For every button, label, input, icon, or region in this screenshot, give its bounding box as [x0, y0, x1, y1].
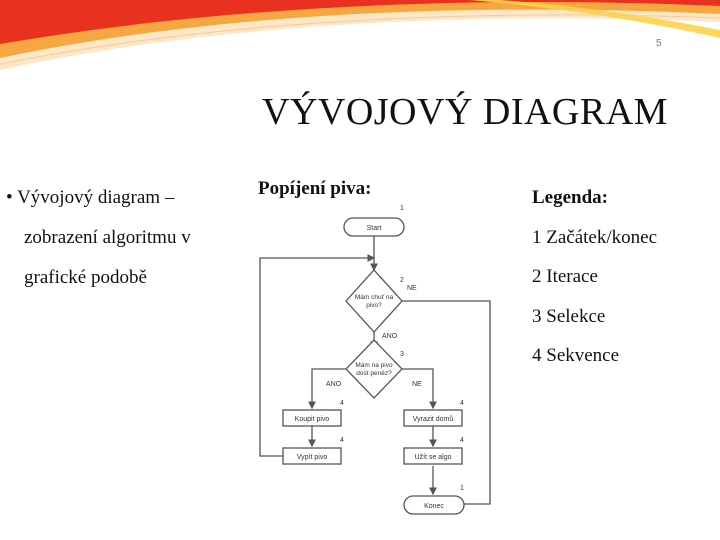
legend-item-2: 2 Iterace	[532, 257, 657, 297]
process-go-home: Vyrazit domů	[404, 410, 462, 426]
decision2-line1: Mám na pivo	[355, 362, 393, 369]
buy-label: Koupit pivo	[295, 416, 330, 423]
num-drink: 4	[340, 437, 344, 444]
start-label: Start	[367, 225, 382, 232]
bullet-text: • Vývojový diagram – zobrazení algoritmu…	[6, 178, 246, 298]
go-home-label: Vyrazit domů	[413, 415, 454, 423]
label-yes-2: ANO	[326, 381, 342, 388]
bullet-line-1: • Vývojový diagram –	[6, 178, 246, 218]
bullet-line-3: grafické podobě	[6, 258, 246, 298]
decision1-line1: Mám chuť na	[355, 294, 394, 301]
num-end: 1	[460, 485, 464, 492]
decision-node-2: Mám na pivo dost peněz?	[346, 340, 402, 398]
label-no-1: NE	[407, 285, 417, 292]
bullet-line-1-text: Vývojový diagram –	[17, 187, 174, 208]
num-decision2: 3	[400, 351, 404, 358]
start-node: Start	[344, 218, 404, 236]
legend-item-1: 1 Začátek/konec	[532, 218, 657, 258]
process-drink: Vypít pivo	[283, 448, 341, 464]
label-no-2: NE	[412, 381, 422, 388]
num-start: 1	[400, 205, 404, 212]
num-decision1: 2	[400, 277, 404, 284]
decision1-line2: pivo?	[366, 302, 382, 309]
end-label: Konec	[424, 503, 444, 510]
legend: Legenda: 1 Začátek/konec 2 Iterace 3 Sel…	[532, 178, 657, 376]
decision2-line2: dost peněz?	[356, 370, 392, 377]
num-eat: 4	[460, 437, 464, 444]
page-number: 5	[656, 38, 662, 49]
bullet-glyph: •	[6, 187, 13, 208]
slide-title: VÝVOJOVÝ DIAGRAM	[262, 90, 668, 134]
drink-label: Vypít pivo	[297, 454, 328, 461]
num-go-home: 4	[460, 400, 464, 407]
legend-item-4: 4 Sekvence	[532, 336, 657, 376]
process-buy: Koupit pivo	[283, 410, 341, 426]
decorative-swoosh	[0, 0, 720, 80]
process-eat: Užít se algo	[404, 448, 462, 464]
eat-label: Užít se algo	[415, 454, 452, 461]
num-buy: 4	[340, 400, 344, 407]
flowchart-heading: Popíjení piva:	[258, 178, 371, 200]
legend-heading: Legenda:	[532, 178, 657, 218]
bullet-line-2: zobrazení algoritmu v	[6, 218, 246, 258]
decision-node-1: Mám chuť na pivo?	[346, 270, 402, 332]
end-node: Konec	[404, 496, 464, 514]
flowchart: Start 1 Mám chuť na pivo? 2 NE ANO Mám n…	[250, 198, 510, 528]
label-yes-1: ANO	[382, 333, 398, 340]
legend-item-3: 3 Selekce	[532, 297, 657, 337]
